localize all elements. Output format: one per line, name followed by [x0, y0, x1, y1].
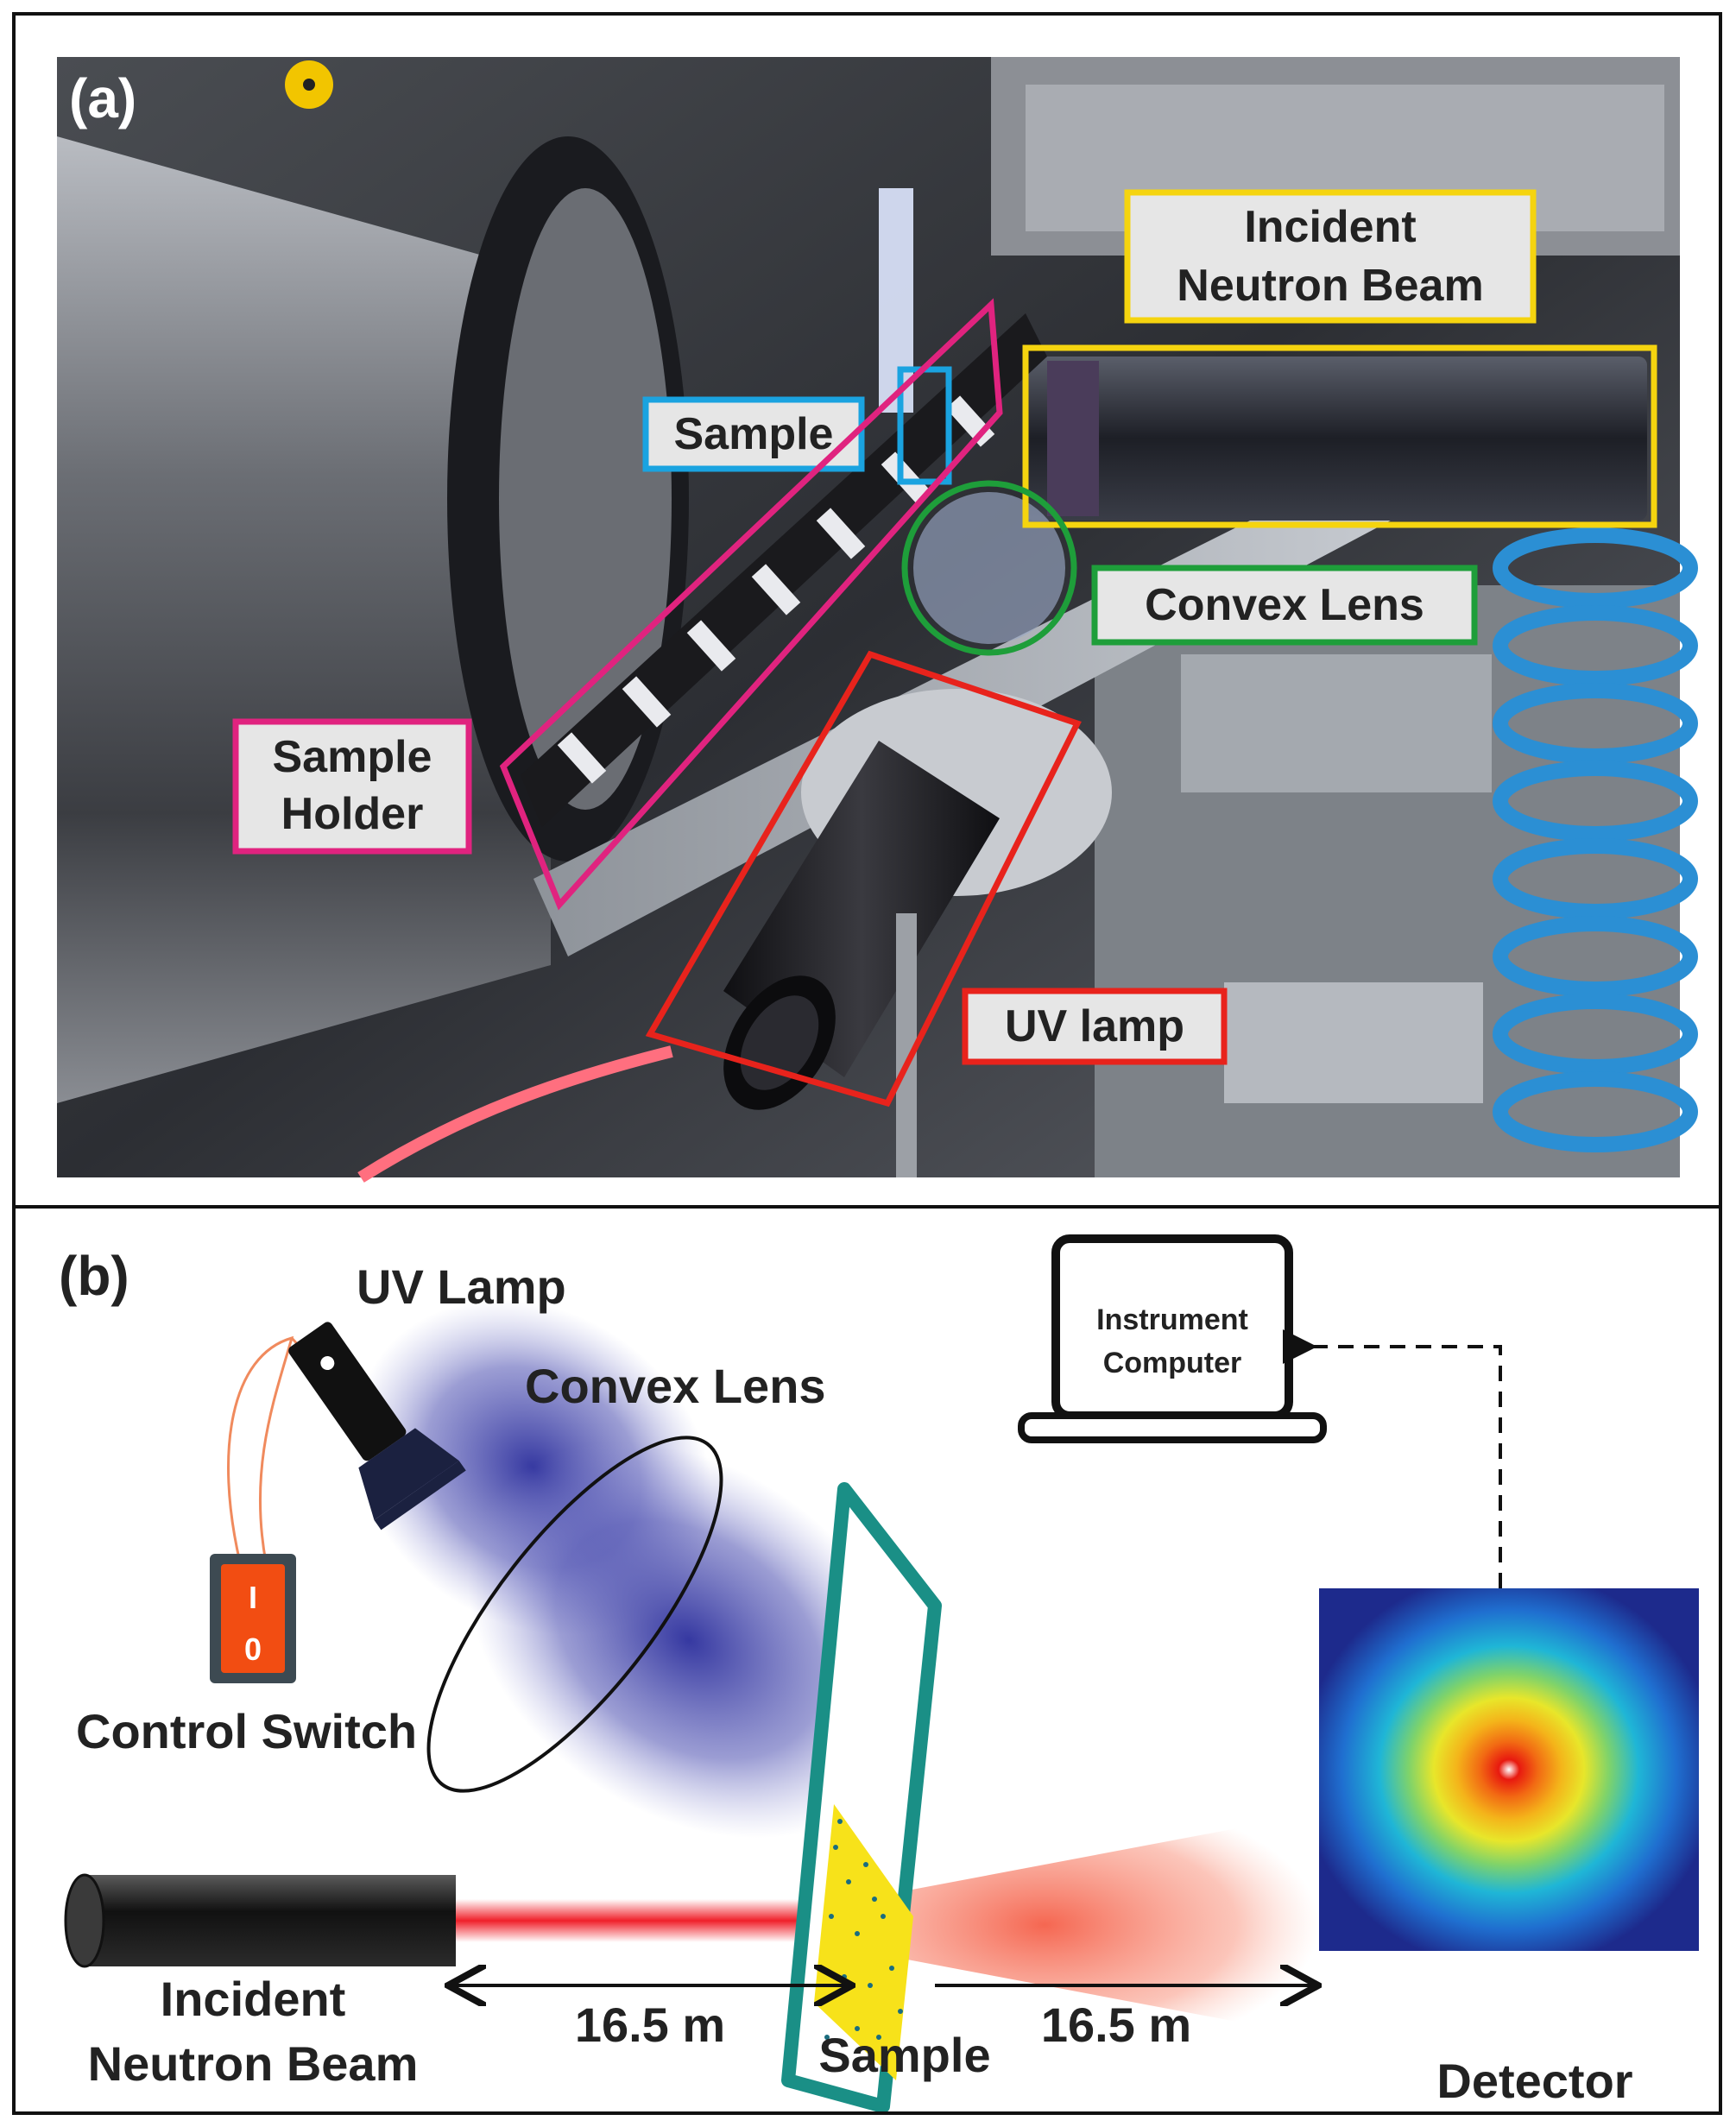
sample-holder-outline — [499, 298, 1003, 911]
switch-off-label: 0 — [244, 1632, 262, 1667]
convex-lens-label: Convex Lens — [1145, 580, 1424, 630]
radiation-icon-core — [303, 79, 315, 91]
uv-lamp-flashlight — [288, 1322, 466, 1531]
control-switch: I 0 — [210, 1554, 296, 1683]
switch-rocker — [221, 1564, 285, 1673]
flashlight-lens — [374, 1461, 466, 1531]
annotation-uv-lamp: UV lamp — [645, 650, 1228, 1108]
panel-a: (a) Incident Neutron Beam Sample Convex … — [12, 12, 1722, 1209]
detector — [1319, 1588, 1699, 1951]
annotation-sample-holder: Sample Holder — [232, 298, 1003, 911]
panel-a-illustration: (a) Incident Neutron Beam Sample Convex … — [57, 57, 1698, 1183]
data-link-arrow — [1283, 1329, 1502, 1588]
annotation-sample: Sample — [642, 366, 952, 485]
vacuum-chamber — [57, 136, 551, 1103]
switch-wire — [227, 1335, 294, 1563]
blue-coils — [1493, 527, 1698, 1152]
scattered-beam — [862, 1813, 1319, 2037]
sample-label-box — [642, 396, 865, 472]
incident-beam-label-line1: Incident — [1244, 202, 1416, 252]
control-switch-label: Control Switch — [76, 1704, 417, 1758]
panel-b-illustration: (b) I 0 Control Switch UV Lamp Convex Le… — [59, 1234, 1699, 2111]
incident-beam-label-line1: Incident — [161, 1972, 346, 2026]
lens-glass — [913, 492, 1065, 644]
uv-lamp-label-box — [962, 988, 1228, 1065]
distance-left-label: 16.5 m — [575, 1998, 725, 2052]
convex-lens-circle — [901, 480, 1077, 656]
detector-pattern — [1319, 1588, 1699, 1951]
incident-beam-label-line2: Neutron Beam — [1177, 261, 1483, 311]
sample-holder-label-line1: Sample — [273, 732, 432, 782]
incident-beam-label-line2: Neutron Beam — [88, 2036, 419, 2091]
uv-light — [354, 1299, 911, 1839]
sample-label: Sample — [674, 409, 834, 459]
sample-holder-label-box — [232, 718, 472, 855]
flashlight-head — [358, 1428, 459, 1520]
annotation-convex-lens: Convex Lens — [901, 480, 1478, 656]
instrument-computer: Instrument Computer — [1018, 1234, 1327, 1443]
detector-label: Detector — [1436, 2054, 1632, 2108]
switch-on-label: I — [249, 1580, 257, 1615]
sample-label: Sample — [818, 2028, 990, 2082]
sample-fill — [814, 1804, 913, 2080]
uv-lamp-label: UV lamp — [1005, 1001, 1184, 1051]
stage-block — [1181, 654, 1492, 792]
flashlight-body — [288, 1322, 407, 1461]
optical-fiber — [357, 1045, 673, 1183]
stage-block-2 — [1224, 982, 1483, 1103]
uv-lamp-photo — [723, 689, 1112, 1110]
convex-lens-label-box — [1091, 565, 1478, 646]
incident-beam-box — [1022, 344, 1657, 528]
convex-lens — [426, 1436, 723, 1793]
annotation-incident-beam: Incident Neutron Beam — [1022, 189, 1657, 528]
panel-a-tag: (a) — [69, 67, 136, 129]
beam-tube — [1026, 357, 1647, 521]
incident-beam-label-box — [1124, 189, 1537, 324]
distance-right-label: 16.5 m — [1041, 1998, 1191, 2052]
convex-lens-label: Convex Lens — [525, 1359, 826, 1413]
beam-tube-ring — [1047, 361, 1099, 516]
beam-tube-body — [80, 1875, 456, 1966]
instrument-computer-label-line1: Instrument — [1096, 1303, 1248, 1336]
panel-b: (b) I 0 Control Switch UV Lamp Convex Le… — [12, 1205, 1722, 2115]
laptop-base — [1018, 1412, 1327, 1443]
flashlight-button — [320, 1356, 335, 1371]
sample-holder-label-line2: Holder — [281, 789, 424, 839]
beam-tube-end — [64, 1873, 105, 1968]
chamber-inner — [499, 188, 672, 810]
neutron-beam-tube — [64, 1873, 456, 1968]
sample-cell — [781, 1482, 942, 2111]
uv-lamp-label: UV Lamp — [357, 1259, 566, 1314]
incident-beam — [456, 1899, 853, 1942]
uv-lamp-outline — [645, 650, 1082, 1108]
panel-b-tag: (b) — [59, 1245, 129, 1307]
instrument-computer-label-line2: Computer — [1103, 1347, 1242, 1379]
sample-glow — [879, 188, 913, 413]
